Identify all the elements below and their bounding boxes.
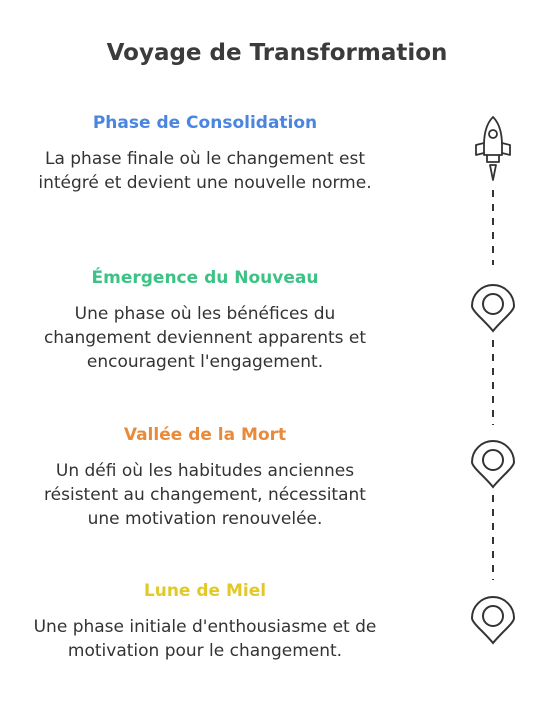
- phase-consolidation: Phase de Consolidation La phase finale o…: [20, 113, 390, 195]
- rocket-icon: [475, 116, 511, 181]
- phase-description: La phase finale où le changement est int…: [38, 149, 372, 193]
- phase-vallee: Vallée de la Mort Un défi où les habitud…: [20, 425, 390, 531]
- map-pin-icon: [470, 284, 516, 333]
- map-pin-icon: [470, 440, 516, 489]
- phase-title: Vallée de la Mort: [123, 425, 287, 445]
- phase-title: Émergence du Nouveau: [91, 268, 319, 288]
- phase-title: Lune de Miel: [143, 581, 267, 601]
- phase-title: Phase de Consolidation: [92, 113, 318, 133]
- phase-description: Une phase initiale d'enthousiasme et de …: [33, 617, 377, 661]
- diagram-title: Voyage de Transformation: [106, 40, 448, 66]
- phase-emergence: Émergence du Nouveau Une phase où les bé…: [20, 268, 390, 374]
- phase-description: Une phase où les bénéfices du changement…: [43, 304, 367, 372]
- map-pin-icon: [470, 596, 516, 645]
- phase-lune-de-miel: Lune de Miel Une phase initiale d'enthou…: [20, 581, 390, 663]
- phase-description: Un défi où les habitudes anciennes résis…: [44, 461, 366, 529]
